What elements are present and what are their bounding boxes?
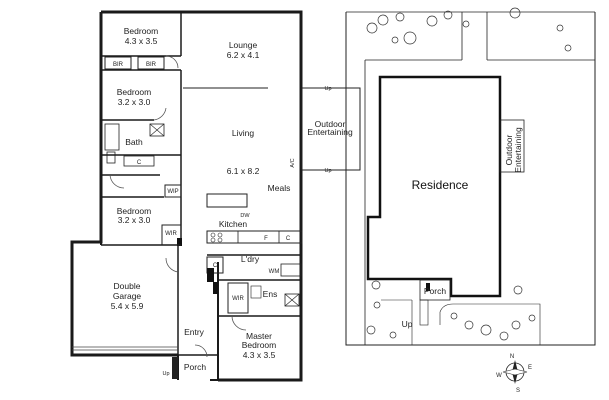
laundry-cupboard-label: C — [213, 263, 218, 269]
pantry-cupboard-label: C — [286, 236, 291, 242]
master-bedroom-label-line2: Bedroom — [242, 340, 277, 350]
living-label: Living — [232, 128, 254, 138]
garage-label-line1: Double — [114, 281, 141, 291]
bedroom-2-label: Bedroom — [124, 26, 159, 36]
entry-label: Entry — [184, 327, 205, 337]
dishwasher-label: DW — [240, 213, 250, 219]
lounge-label: Lounge — [229, 40, 258, 50]
master-bedroom-label: Master — [246, 331, 272, 341]
linen-cupboard-label: C — [137, 160, 142, 166]
site-labels: Residence Outdoor Entertaining Porch Up … — [402, 127, 532, 394]
lounge-size: 6.2 x 4.1 — [227, 50, 260, 60]
fridge-label: F — [264, 236, 268, 242]
compass-icon — [502, 360, 528, 384]
room-labels: Bedroom 4.3 x 3.5 BIR BIR Bedroom 3.2 x … — [111, 26, 353, 377]
up-arrow-label: Up — [162, 371, 169, 377]
compass-e-label: E — [528, 365, 532, 371]
meals-label: Meals — [268, 183, 291, 193]
living-size: 6.1 x 8.2 — [227, 166, 260, 176]
master-bedroom-size: 4.3 x 3.5 — [243, 350, 276, 360]
up-arrow-label: Up — [324, 86, 331, 92]
compass-w-label: W — [496, 373, 502, 379]
ac-label: A/C — [290, 158, 296, 167]
bir-label: BIR — [113, 62, 124, 68]
house-floor-plan — [70, 10, 361, 382]
outdoor-entertaining-label-line2: Entertaining — [307, 127, 353, 137]
kitchen-label: Kitchen — [219, 219, 248, 229]
bedroom-4-label: Bedroom — [117, 206, 152, 216]
porch-label: Porch — [184, 362, 206, 372]
bedroom-4-size: 3.2 x 3.0 — [118, 215, 151, 225]
bir-label: BIR — [146, 62, 157, 68]
ensuite-label: Ens — [263, 289, 278, 299]
outdoor-entertaining-label-line1: Outdoor — [315, 119, 346, 129]
site-up-label: Up — [402, 319, 413, 329]
wir-label: WIR — [165, 231, 177, 237]
wip-label: WIP — [167, 189, 178, 195]
residence-label: Residence — [412, 178, 469, 192]
bath-label: Bath — [125, 137, 143, 147]
garage-label-line2: Garage — [113, 291, 142, 301]
compass-s-label: S — [516, 388, 520, 394]
site-porch-label: Porch — [424, 286, 446, 296]
laundry-label: L'dry — [241, 254, 260, 264]
site-outdoor-label-line1: Outdoor — [504, 134, 514, 165]
bedroom-3-size: 3.2 x 3.0 — [118, 97, 151, 107]
bedroom-2-size: 4.3 x 3.5 — [125, 36, 158, 46]
up-arrow-label: Up — [324, 168, 331, 174]
bedroom-3-label: Bedroom — [117, 87, 152, 97]
wir-label: WIR — [232, 296, 244, 302]
compass-n-label: N — [510, 354, 514, 360]
tree-cluster-top — [366, 7, 572, 52]
washing-machine-label: WM — [269, 269, 280, 275]
garage-size: 5.4 x 5.9 — [111, 301, 144, 311]
site-plan — [345, 7, 596, 384]
tree-cluster-bottom — [366, 280, 536, 341]
site-outdoor-label-line2: Entertaining — [513, 127, 523, 173]
